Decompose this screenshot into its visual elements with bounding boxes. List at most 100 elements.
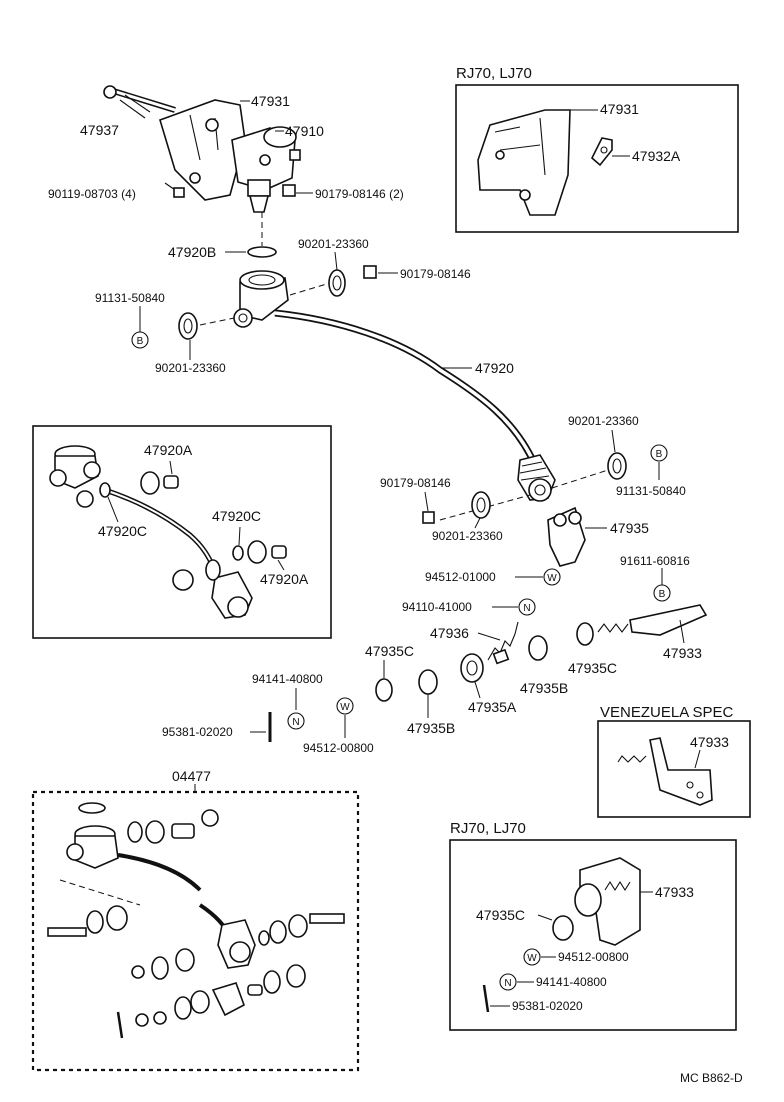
label-94512-01000: 94512-01000 — [425, 570, 496, 584]
label-04477: 04477 — [172, 768, 211, 784]
label-95381-02020: 95381-02020 — [162, 725, 233, 739]
inset-box-venezuela-spec — [597, 720, 751, 818]
label-90179-08146-top: 90179-08146 — [400, 267, 471, 281]
label-90119-08703: 90119-08703 (4) — [48, 187, 136, 201]
label-47920B: 47920B — [168, 244, 216, 260]
symbol-w-01000 — [543, 568, 561, 586]
svg-text:N: N — [504, 978, 511, 989]
kit-04477-parts — [47, 802, 345, 1039]
bushing-47935B-right — [528, 635, 548, 661]
inset-insert-47920A-bottom — [271, 545, 287, 559]
label-90201-23360-left: 90201-23360 — [155, 361, 226, 375]
label-rj-bot-47935C: 47935C — [476, 907, 525, 923]
label-47936: 47936 — [430, 625, 469, 641]
label-90201-23360-mid: 90201-23360 — [432, 529, 503, 543]
inset-box-rj70-lj70-top — [455, 84, 739, 233]
svg-text:N: N — [523, 603, 530, 614]
rj-top-bracket-47931 — [477, 109, 571, 216]
rj-top-plate-47932A — [591, 137, 613, 167]
label-rj-bot-95381-02020: 95381-02020 — [512, 999, 583, 1013]
svg-text:W: W — [547, 573, 557, 584]
rod-47933 — [597, 604, 708, 636]
label-47920: 47920 — [475, 360, 514, 376]
label-91131-50840-left: 91131-50840 — [95, 291, 165, 305]
label-47935C-mid: 47935C — [365, 643, 414, 659]
inset-box-rj70-lj70-bottom — [449, 839, 737, 1031]
inset-insert-47920A-top — [163, 475, 179, 489]
label-91611-60816: 91611-60816 — [620, 554, 690, 568]
label-47920A-top: 47920A — [144, 442, 193, 458]
symbol-w-rj-bot — [523, 948, 541, 966]
inset-washer-upper — [140, 471, 160, 495]
bolt-90119-08703 — [164, 182, 185, 198]
label-47933: 47933 — [663, 645, 702, 661]
inset-nut-lower — [172, 569, 194, 591]
symbol-b-right — [650, 444, 668, 462]
bushing-47935B-left — [418, 669, 438, 695]
inset-ring-47920C-right — [232, 545, 244, 561]
inset-ring-47920C-left — [99, 482, 111, 498]
label-91131-50840-right: 91131-50840 — [616, 484, 686, 498]
banjo-fitting-upper — [233, 270, 289, 328]
bolt-47936 — [487, 621, 519, 665]
label-rj-top-47931: 47931 — [600, 101, 639, 117]
inset-washer-right — [247, 540, 267, 564]
gasket-90201-23360-mid — [471, 491, 491, 519]
symbol-n-rj-bot — [499, 973, 517, 991]
label-47920C-right: 47920C — [212, 508, 261, 524]
label-47935B-left: 47935B — [407, 720, 455, 736]
inset-banjo-upper — [49, 445, 101, 489]
bracket-47931-assembly — [159, 99, 246, 201]
inset-banjo-lower — [211, 571, 253, 619]
label-90201-23360-top: 90201-23360 — [298, 237, 369, 251]
kit-box-04477 — [31, 790, 360, 1072]
header-rj70-lj70-bottom: RJ70, LJ70 — [450, 820, 526, 837]
symbol-b-left — [131, 331, 149, 349]
label-47935B-right: 47935B — [520, 680, 568, 696]
pipe-47920 — [274, 309, 539, 467]
banjo-fitting-lower — [517, 454, 556, 502]
inset-nut-left — [76, 490, 94, 508]
nut-90179-08146-pair — [282, 149, 301, 197]
svg-text:N: N — [292, 717, 299, 728]
rj-bot-cotter-pin — [482, 984, 490, 1013]
label-47931: 47931 — [251, 93, 290, 109]
header-rj70-lj70-top: RJ70, LJ70 — [456, 65, 532, 82]
inset-box-47920-parts — [32, 425, 332, 639]
symbol-n-40800 — [287, 712, 305, 730]
footer-code: MC B862-D — [680, 1071, 743, 1085]
label-47935C-right: 47935C — [568, 660, 617, 676]
svg-text:W: W — [340, 702, 350, 713]
symbol-b-60816 — [653, 584, 671, 602]
label-90179-08146-mid: 90179-08146 — [380, 476, 451, 490]
nut-90179-08146-top — [363, 265, 377, 279]
label-47910: 47910 — [285, 123, 324, 139]
gasket-90201-23360-right — [607, 452, 627, 480]
label-94110-41000: 94110-41000 — [402, 600, 472, 614]
bushing-47935C-mid — [375, 678, 393, 702]
nut-90179-08146-mid — [422, 511, 435, 524]
rod-47937 — [103, 85, 176, 119]
label-47935: 47935 — [610, 520, 649, 536]
label-rj-bot-94512-00800: 94512-00800 — [558, 950, 629, 964]
shackle-47935 — [547, 506, 586, 567]
label-rj-bot-94141-40800: 94141-40800 — [536, 975, 607, 989]
bushing-47935C-right — [576, 622, 594, 646]
label-94512-00800: 94512-00800 — [303, 741, 374, 755]
rj-bot-bracket-47933 — [574, 857, 641, 946]
label-90179-08146-2: 90179-08146 (2) — [315, 187, 404, 201]
symbol-w-00800 — [336, 697, 354, 715]
header-venezuela-spec: VENEZUELA SPEC — [600, 704, 734, 721]
o-ring-47920B — [247, 246, 277, 258]
svg-text:W: W — [527, 953, 537, 964]
rj-bot-bushing-47935C — [552, 915, 574, 941]
label-47920C-left: 47920C — [98, 523, 147, 539]
label-venezuela-47933: 47933 — [690, 734, 729, 750]
label-47935A: 47935A — [468, 699, 517, 715]
label-47937: 47937 — [80, 122, 119, 138]
gasket-90201-23360-top — [328, 269, 346, 297]
svg-text:B: B — [659, 589, 666, 600]
label-rj-top-47932A: 47932A — [632, 148, 681, 164]
